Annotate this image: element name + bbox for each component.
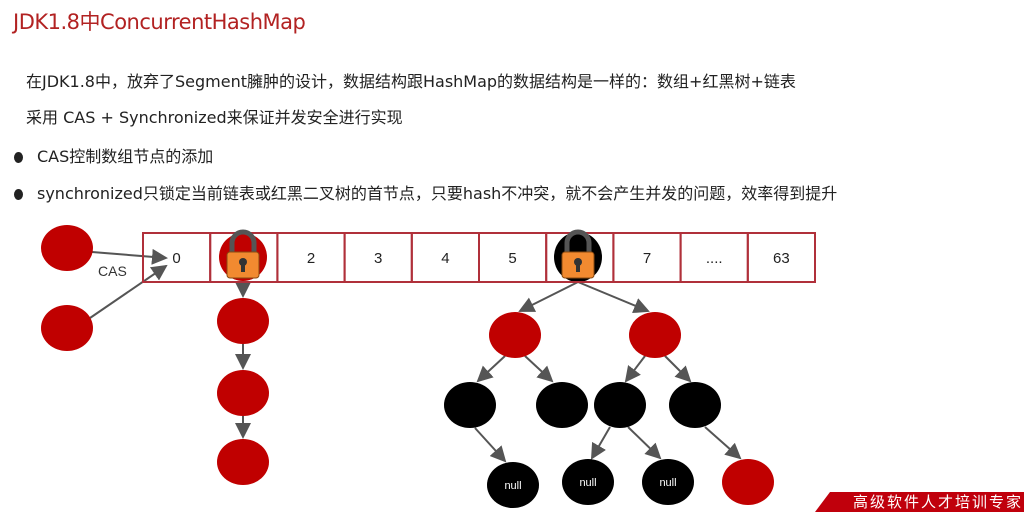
black-node <box>594 382 646 428</box>
arrow <box>474 427 507 463</box>
bullet-text: synchronized只锁定当前链表或红黑二叉树的首节点，只要hash不冲突，… <box>37 184 838 203</box>
array-cell-label: .... <box>706 250 723 267</box>
arrow <box>89 264 168 319</box>
brand-banner: 高级软件人才培训专家 <box>815 492 1024 512</box>
slide-title: JDK1.8中ConcurrentHashMap <box>13 10 306 34</box>
array-cell-label: 63 <box>773 250 790 267</box>
text-line-1: 在JDK1.8中，放弃了Segment臃肿的设计，数据结构跟HashMap的数据… <box>26 72 796 91</box>
arrow <box>577 281 650 314</box>
bullet-icon <box>14 189 23 200</box>
bullet-text: CAS控制数组节点的添加 <box>37 147 214 166</box>
red-node <box>489 312 541 358</box>
black-node <box>444 382 496 428</box>
red-node <box>722 459 774 505</box>
red-node <box>217 370 269 416</box>
null-node <box>562 459 614 505</box>
red-node <box>41 225 93 271</box>
red-node <box>217 298 269 344</box>
lock-icon <box>561 229 595 279</box>
array-cell-label: 0 <box>172 250 180 267</box>
bullet-item-2: synchronized只锁定当前链表或红黑二叉树的首节点，只要hash不冲突，… <box>14 180 837 204</box>
arrow <box>624 355 646 383</box>
text-line-2: 采用 CAS + Synchronized来保证并发安全进行实现 <box>26 108 403 127</box>
lock-icon <box>226 229 260 279</box>
arrow <box>664 355 692 383</box>
array-cell-label: 5 <box>508 250 516 267</box>
black-node <box>669 382 721 428</box>
arrow <box>590 426 611 460</box>
array-cell-label: 7 <box>643 250 651 267</box>
arrow <box>704 426 742 460</box>
null-label: null <box>504 480 521 492</box>
black-node <box>536 382 588 428</box>
array-cell-label: 3 <box>374 250 382 267</box>
null-label: null <box>659 477 676 489</box>
keyhole-slot <box>576 263 580 272</box>
null-node <box>642 459 694 505</box>
keyhole-slot <box>241 263 245 272</box>
null-label: null <box>579 477 596 489</box>
arrow <box>524 355 554 383</box>
cas-label: CAS <box>98 263 127 279</box>
red-node <box>629 312 681 358</box>
array-cell <box>746 232 816 283</box>
array-cell-label: 4 <box>441 250 449 267</box>
null-node <box>487 462 539 508</box>
red-node <box>41 305 93 351</box>
array-cell-label: 2 <box>307 250 315 267</box>
bullet-icon <box>14 152 23 163</box>
lock-shackle <box>229 229 257 253</box>
red-node <box>217 439 269 485</box>
lock-shackle <box>564 229 592 253</box>
arrow <box>476 355 506 383</box>
arrow <box>627 426 662 460</box>
arrow <box>518 281 579 312</box>
arrow <box>91 248 168 265</box>
bullet-item-1: CAS控制数组节点的添加 <box>14 143 213 167</box>
